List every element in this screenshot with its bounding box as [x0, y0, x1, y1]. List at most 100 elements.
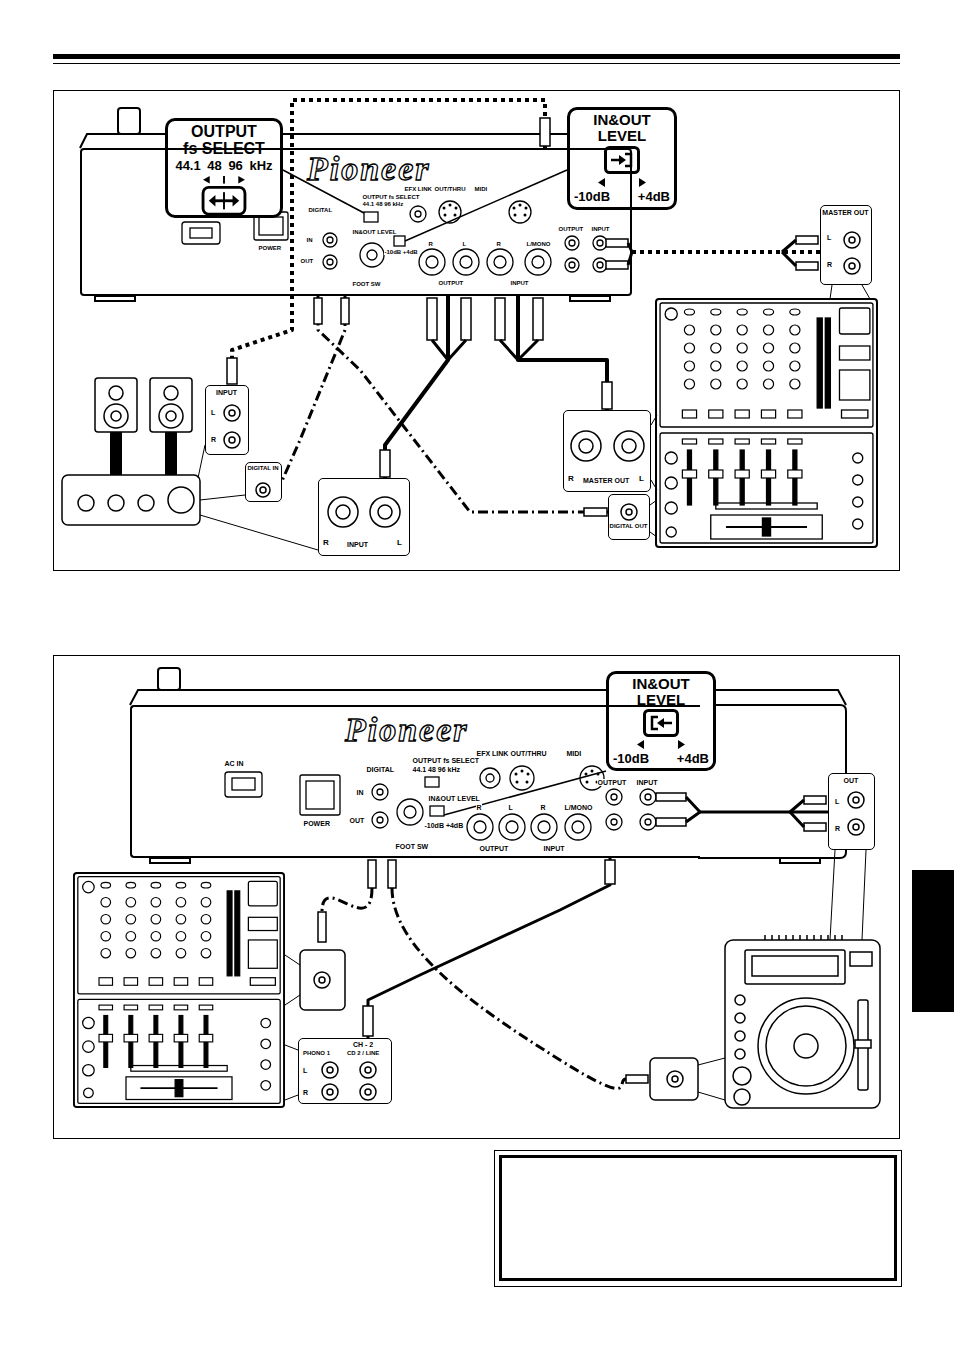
panel-label: EFX LINK — [476, 750, 509, 757]
cable — [700, 811, 828, 814]
panel-label: MIDI — [566, 750, 582, 757]
node-text: 44.1 48 96 kHz — [168, 159, 280, 173]
cable — [385, 296, 448, 478]
node-text: DIGITAL IN — [246, 465, 280, 471]
node-text: R — [303, 1089, 308, 1096]
panel-label: EFX LINK — [404, 186, 432, 192]
node-text: -10dB — [613, 752, 649, 766]
panel-label: OUTPUT fs SELECT — [412, 757, 480, 764]
panel-label: 44.1 48 96 kHz — [412, 766, 460, 773]
node-text: MASTER OUT — [583, 477, 629, 484]
callout-box: IN&OUT LEVEL -10dB +4dB — [606, 671, 716, 771]
panel-label: DIGITAL — [308, 207, 333, 213]
jack-panel: DIGITAL IN — [245, 462, 282, 502]
panel-label: INPUT — [636, 779, 658, 786]
cable — [368, 858, 610, 1038]
node-text: +4dB — [638, 190, 670, 204]
node-text: IN&OUT LEVEL — [570, 112, 674, 144]
node-text: CH - 2 — [337, 1041, 389, 1048]
jack-panel: R INPUT L — [318, 478, 410, 556]
node-text: OUT — [829, 777, 873, 784]
jack-panel: CH - 2 PHONO 1 CD 2 / LINE L R — [298, 1038, 392, 1104]
panel-label: INPUT — [510, 280, 529, 286]
panel-label: INPUT — [591, 226, 610, 232]
node-text: OUTPUT — [168, 124, 280, 141]
node-text: L — [303, 1067, 307, 1074]
panel-label: POWER — [258, 245, 282, 251]
icon-shape — [598, 178, 646, 187]
jack-panel: DIGITAL OUT — [608, 494, 650, 540]
node-text: L — [397, 539, 402, 547]
brand-logo: Pioneer — [307, 152, 431, 186]
jack-panel: INPUT L R — [205, 385, 249, 455]
node-text: L — [827, 234, 831, 241]
node-text: R — [211, 436, 216, 443]
callout-box: IN&OUT LEVEL -10dB +4dB — [567, 107, 677, 210]
node-text: R — [835, 825, 840, 832]
node-text: -10dB — [574, 190, 610, 204]
panel-label: FOOT SW — [395, 843, 429, 850]
unit-rear-panel: Pioneer — [130, 705, 700, 858]
node-text: R — [568, 475, 574, 483]
icon — [194, 176, 254, 216]
panel-label: POWER — [303, 820, 330, 827]
panel-label: R — [540, 804, 546, 811]
brand-logo: Pioneer — [345, 713, 469, 747]
panel-label: L/MONO — [526, 241, 551, 247]
icon — [592, 178, 652, 187]
panel-label: L/MONO — [564, 804, 593, 811]
icon — [604, 146, 640, 174]
panel-label: OUT/THRU — [510, 750, 547, 757]
callout-box: OUTPUTfs SELECT44.1 48 96 kHz — [165, 118, 283, 218]
node-text: R — [323, 539, 329, 547]
panel-label: -10dB +4dB — [424, 822, 464, 829]
node-text: L — [211, 409, 215, 416]
panel-label: R — [428, 241, 433, 247]
icon-shape — [203, 176, 245, 214]
node-text: L — [835, 798, 839, 805]
icon — [631, 740, 691, 749]
panel-label: OUTPUT — [479, 845, 509, 852]
icon — [643, 709, 679, 737]
jack-panel: R MASTER OUT L — [563, 410, 651, 492]
panel-label: MIDI — [474, 186, 488, 192]
node-text: R — [827, 261, 832, 268]
panel-label: FOOT SW — [352, 281, 381, 287]
node-text: CD 2 / LINE — [347, 1050, 379, 1056]
panel-label: OUT/THRU — [434, 186, 466, 192]
panel-label: -10dB +4dB — [384, 249, 418, 255]
cable — [632, 250, 820, 254]
node-text: MASTER OUT — [821, 209, 870, 216]
node-text: INPUT — [347, 541, 368, 548]
panel-label: IN — [306, 237, 313, 243]
panel-label: AC IN — [224, 760, 244, 767]
cable — [318, 296, 608, 512]
node-text: L — [639, 475, 644, 483]
icon-shape — [606, 148, 639, 173]
panel-label: R — [496, 241, 501, 247]
node-text: DIGITAL OUT — [609, 523, 648, 529]
cable — [518, 296, 607, 410]
node-text: INPUT — [206, 389, 247, 396]
panel-label: OUT — [349, 817, 365, 824]
panel-label: R — [476, 804, 482, 811]
panel-label: L — [508, 804, 513, 811]
panel-label: IN — [356, 789, 364, 796]
panel-label: OUTPUT fs SELECT — [362, 194, 420, 200]
unit-rear-panel: Pioneer — [80, 148, 632, 296]
cable — [282, 296, 345, 481]
node-text: PHONO 1 — [303, 1050, 330, 1056]
icon-shape — [637, 740, 685, 749]
panel-label: INPUT — [543, 845, 565, 852]
node-text: IN&OUT LEVEL — [609, 676, 713, 708]
node-text: +4dB — [677, 752, 709, 766]
panel-label: IN&OUT LEVEL — [428, 795, 480, 802]
panel-label: OUTPUT — [597, 779, 627, 786]
jack-panel: MASTER OUT L R — [820, 205, 872, 285]
panel-label: OUT — [300, 258, 314, 264]
